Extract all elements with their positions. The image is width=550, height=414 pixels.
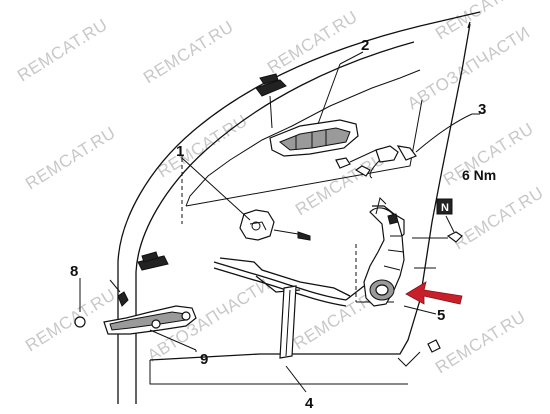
door-outline: [117, 11, 481, 404]
watermark-ru: АВТОЗАПЧАСТИ: [404, 23, 533, 114]
watermark: REMCAT.RU: [14, 15, 111, 85]
callouts: 1 2 3 4 5 8 9 6 Nm: [70, 37, 496, 412]
part-8-clip: [109, 251, 169, 307]
watermark: REMCAT.RU: [22, 123, 119, 193]
callout-1: 1: [176, 143, 184, 160]
part-1-inside-lock: [181, 157, 311, 241]
watermark: REMCAT.RU: [154, 111, 251, 181]
callout-3: 3: [478, 101, 486, 118]
n-symbol: N: [441, 202, 449, 214]
watermark: REMCAT.RU: [450, 183, 547, 253]
part-4-glass-channel: [279, 285, 307, 393]
n-symbol-box: [436, 198, 453, 215]
control-rods: [213, 257, 365, 307]
callout-8: 8: [70, 263, 78, 280]
part-3-key-cylinder: [369, 113, 473, 179]
part-9-door-check: [74, 305, 441, 353]
callout-4: 4: [305, 395, 314, 412]
watermark: REMCAT.RU: [264, 7, 361, 77]
callout-2: 2: [361, 37, 369, 54]
watermark: REMCAT.RU: [22, 285, 119, 355]
locator-arrow: [405, 281, 463, 305]
part-2-outside-handle: [255, 63, 377, 177]
leader-lines: [79, 51, 480, 352]
watermark: REMCAT.RU: [140, 17, 237, 87]
callout-5: 5: [437, 307, 445, 324]
part-5-door-latch: [363, 197, 405, 307]
callout-9: 9: [200, 351, 208, 368]
watermark: REMCAT.RU: [432, 307, 529, 377]
torque-label: 6 Nm: [462, 167, 496, 183]
